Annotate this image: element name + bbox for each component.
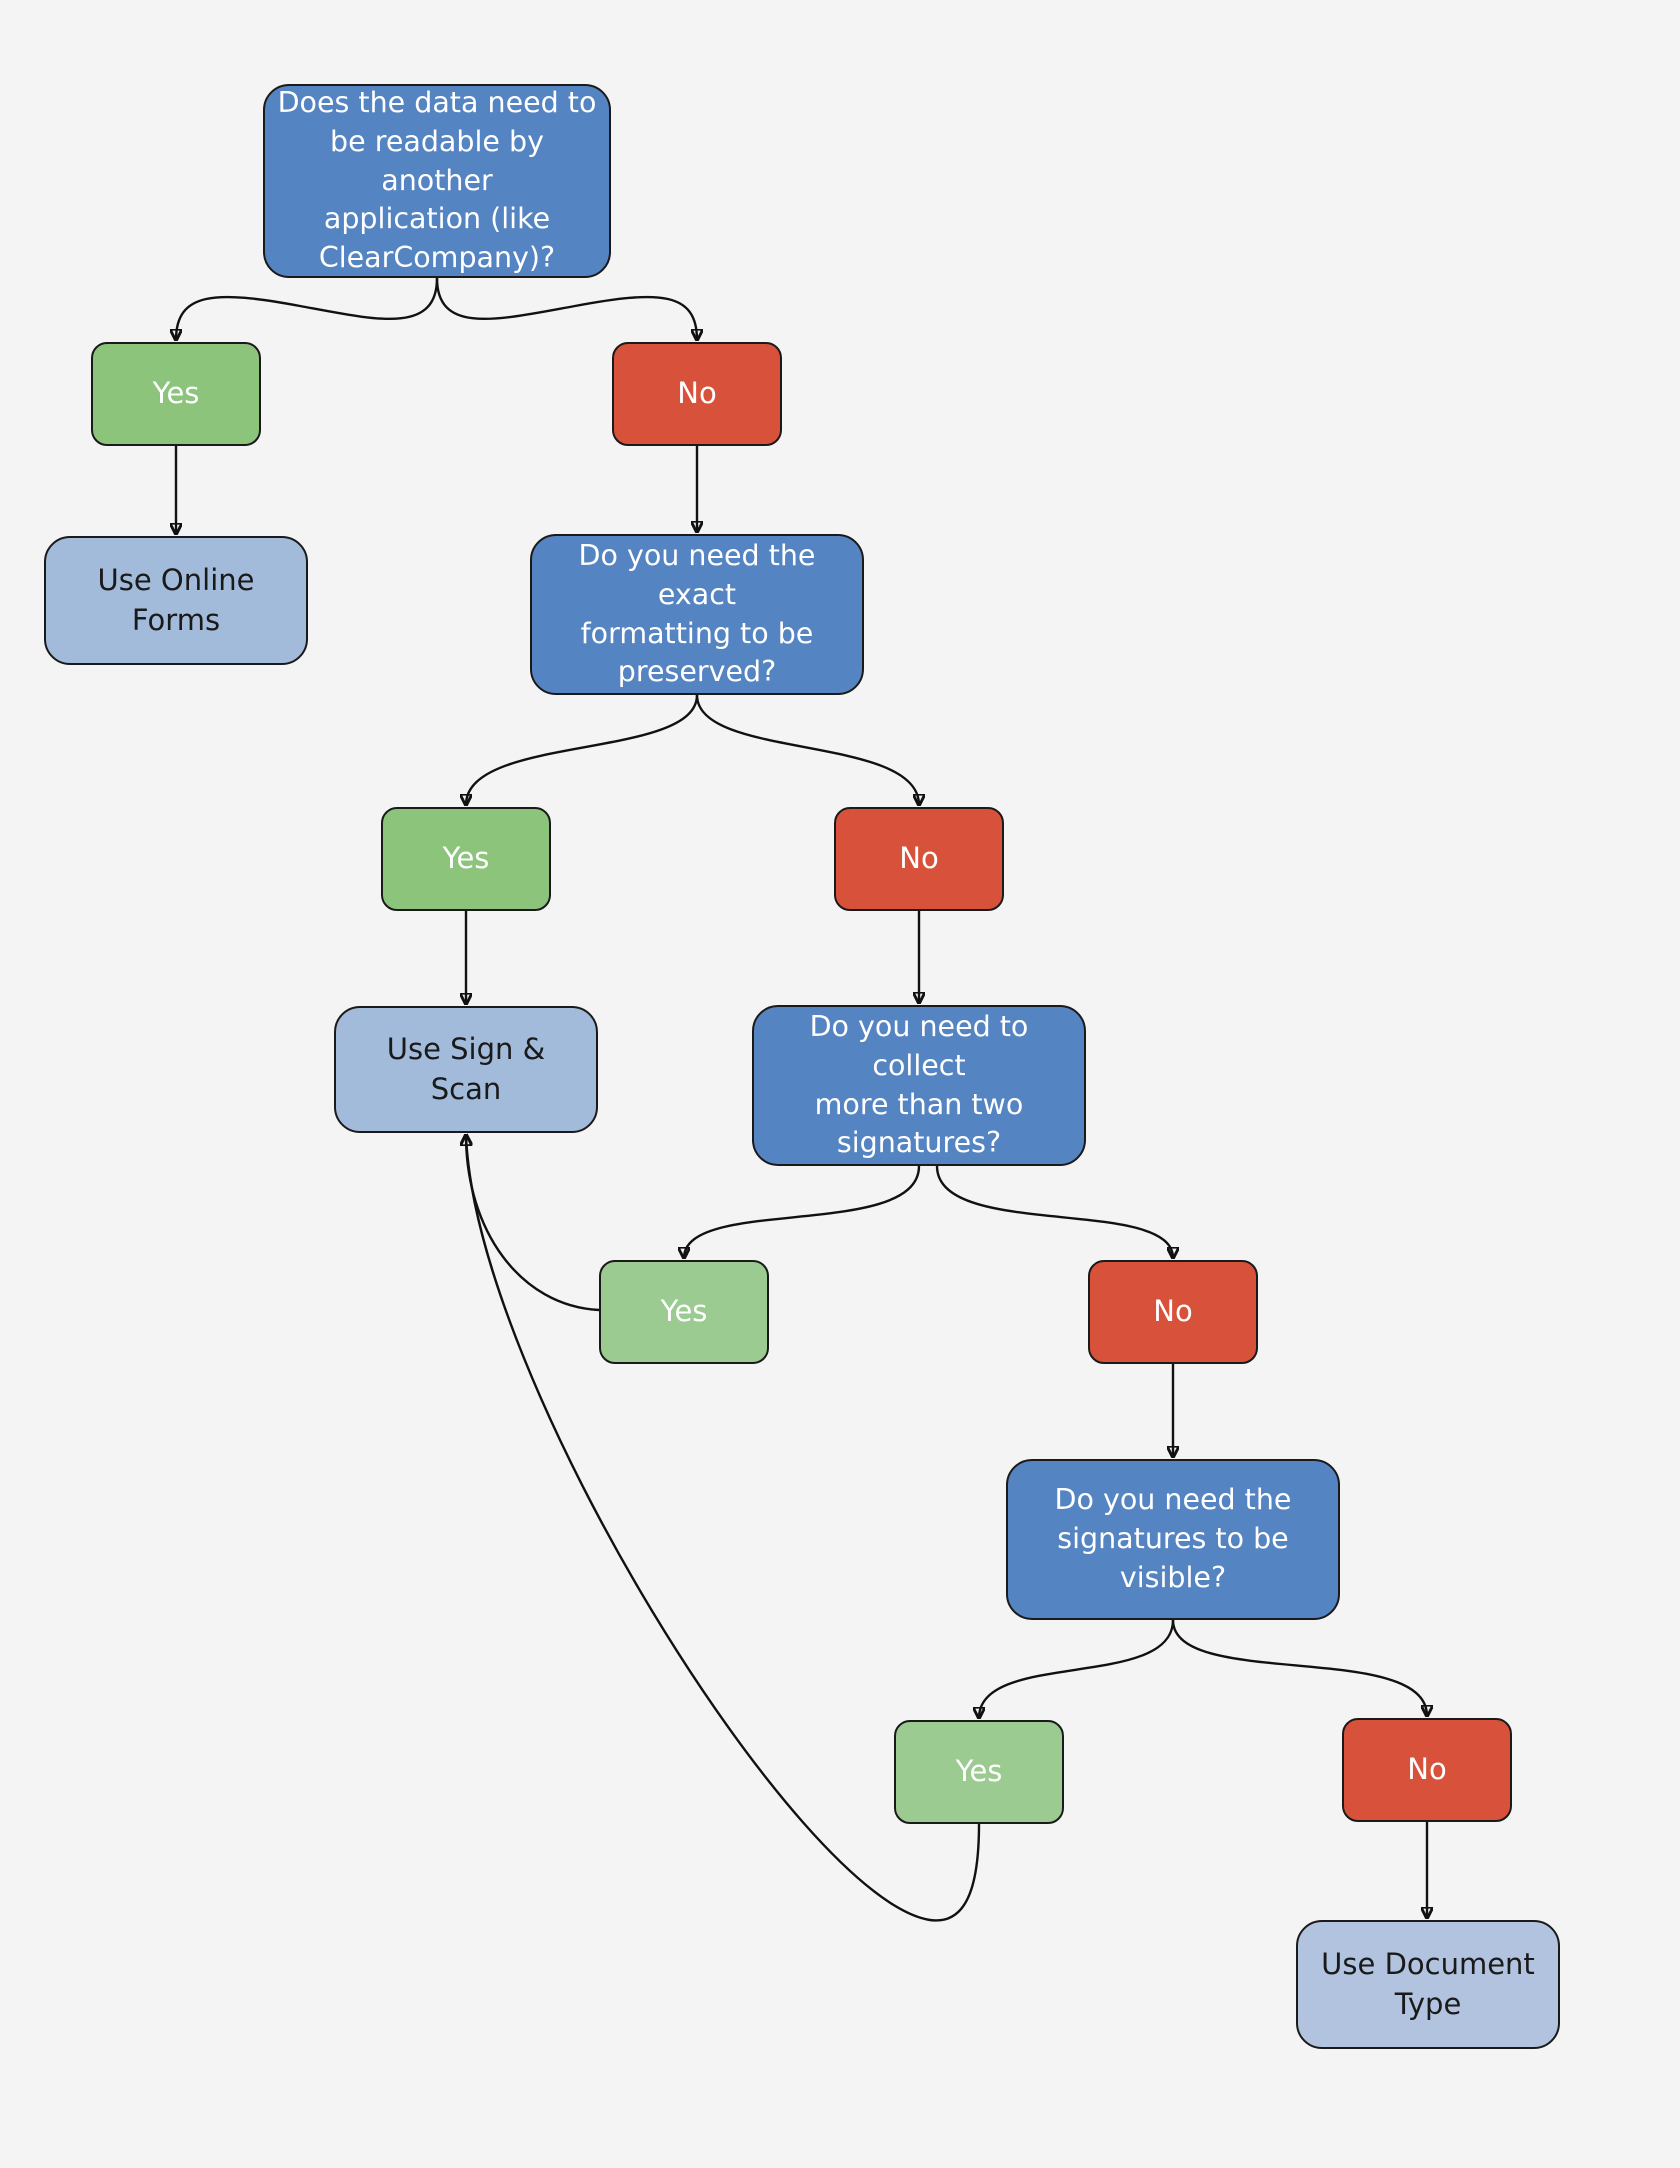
edge-q4-to-a4-no <box>1171 1619 1427 1716</box>
answer-node-no: No <box>612 342 782 446</box>
answer-node-label: Yes <box>442 841 490 876</box>
edge-q4-to-a4-yes <box>979 1619 1175 1718</box>
answer-node-yes: Yes <box>894 1720 1064 1824</box>
answer-node-no: No <box>834 807 1004 911</box>
question-node-label: Do you need to collect more than two sig… <box>809 1010 1029 1160</box>
answer-node-no: No <box>1342 1718 1512 1822</box>
edge-q1-to-a1-no <box>435 277 697 340</box>
answer-node-label: No <box>677 376 717 411</box>
question-node-label: Does the data need to be readable by ano… <box>277 86 597 275</box>
answer-node-label: Yes <box>660 1294 708 1329</box>
answer-node-yes: Yes <box>381 807 551 911</box>
answer-node-label: No <box>1153 1294 1193 1329</box>
edge-a4-yes-to-r2 <box>466 1135 981 1922</box>
edge-q3-to-a3-no <box>935 1165 1173 1258</box>
question-node-label: Do you need the exact formatting to be p… <box>578 539 816 689</box>
outcome-node-label: Use Document Type <box>1321 1947 1535 2021</box>
question-node-data-readable: Does the data need to be readable by ano… <box>263 84 611 278</box>
question-node-signatures-visible: Do you need the signatures to be visible… <box>1006 1459 1340 1620</box>
outcome-node-online-forms: Use Online Forms <box>44 536 308 665</box>
outcome-node-document-type: Use Document Type <box>1296 1920 1560 2049</box>
answer-node-yes: Yes <box>599 1260 769 1364</box>
outcome-node-sign-and-scan: Use Sign & Scan <box>334 1006 598 1133</box>
answer-node-label: Yes <box>955 1754 1003 1789</box>
answer-node-no: No <box>1088 1260 1258 1364</box>
outcome-node-label: Use Online Forms <box>97 563 255 637</box>
outcome-node-label: Use Sign & Scan <box>386 1032 546 1106</box>
edge-q1-to-a1-yes <box>176 277 439 340</box>
edge-q2-to-a2-no <box>695 694 919 805</box>
question-node-label: Do you need the signatures to be visible… <box>1054 1483 1292 1594</box>
edge-q3-to-a3-yes <box>684 1165 921 1258</box>
question-node-exact-formatting: Do you need the exact formatting to be p… <box>530 534 864 695</box>
question-node-more-than-two-signatures: Do you need to collect more than two sig… <box>752 1005 1086 1166</box>
answer-node-label: No <box>899 841 939 876</box>
edge-q2-to-a2-yes <box>466 694 699 805</box>
answer-node-label: Yes <box>152 376 200 411</box>
edge-a3-yes-to-r2 <box>466 1135 600 1312</box>
answer-node-yes: Yes <box>91 342 261 446</box>
answer-node-label: No <box>1407 1752 1447 1787</box>
